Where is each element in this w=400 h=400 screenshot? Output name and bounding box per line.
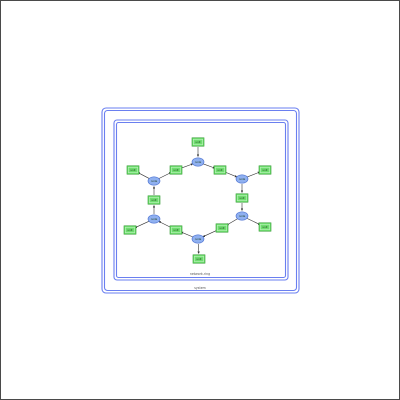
leaf-node-label: unit: [219, 226, 224, 230]
hub-node-shape: [191, 234, 205, 244]
edge-h6-l11: [137, 172, 150, 179]
leaf-node[interactable]: unit: [192, 254, 206, 264]
leaf-node-shape: [169, 165, 183, 175]
edge-l2-h2: [224, 171, 238, 178]
leaf-node-label: unit: [262, 225, 267, 229]
inner-frame-inner-line: [115, 121, 287, 279]
edges: [134, 147, 261, 254]
hub-node-shape: [235, 211, 249, 221]
edge-h1-l2: [202, 163, 216, 169]
leaf-node-inner-border: [128, 166, 138, 173]
leaf-node-label: unit: [262, 168, 267, 172]
leaf-node-inner-border: [217, 224, 227, 231]
leaf-node[interactable]: unit: [215, 223, 229, 233]
hub-node-label: node: [195, 237, 202, 241]
hub-node[interactable]: node: [235, 174, 249, 184]
nodes: node node node node node node unit unit unit unit…: [123, 137, 272, 264]
leaf-node-shape: [258, 222, 272, 232]
leaf-node-inner-border: [149, 196, 159, 203]
leaf-node[interactable]: unit: [126, 165, 140, 175]
outer-frame-inner-line: [103, 109, 298, 292]
leaf-node-shape: [192, 254, 206, 264]
hub-node[interactable]: node: [235, 211, 249, 221]
leaf-node[interactable]: unit: [191, 137, 205, 147]
leaf-node-shape: [169, 225, 183, 235]
hub-node[interactable]: node: [191, 234, 205, 244]
leaf-node[interactable]: unit: [258, 222, 272, 232]
hub-node[interactable]: node: [147, 214, 161, 224]
leaf-node-label: unit: [239, 196, 244, 200]
edge-h3-l6: [226, 218, 238, 226]
edge-h5-l9: [134, 220, 150, 228]
leaf-node-shape: [213, 165, 227, 175]
leaf-node-label: unit: [195, 140, 200, 144]
leaf-node[interactable]: unit: [235, 193, 249, 203]
leaf-node-inner-border: [215, 166, 225, 173]
hub-node-label: node: [195, 160, 202, 164]
edge-l8-h5: [158, 221, 172, 229]
leaf-node[interactable]: unit: [169, 225, 183, 235]
inner-frame: [113, 119, 289, 281]
hub-node[interactable]: node: [191, 157, 205, 167]
leaf-node-label: unit: [196, 257, 201, 261]
hub-node-label: node: [151, 179, 158, 183]
leaf-node-inner-border: [260, 166, 270, 173]
edge-h2-l3: [246, 171, 261, 178]
leaf-node-inner-border: [260, 223, 270, 230]
hub-node-shape: [235, 174, 249, 184]
leaf-node-inner-border: [171, 226, 181, 233]
leaf-node[interactable]: unit: [147, 195, 161, 205]
leaf-node[interactable]: unit: [169, 165, 183, 175]
leaf-node-shape: [258, 165, 272, 175]
leaf-node-inner-border: [125, 226, 135, 233]
leaf-node[interactable]: unit: [258, 165, 272, 175]
leaf-node-label: unit: [217, 168, 222, 172]
leaf-node-label: unit: [130, 168, 135, 172]
leaf-node-shape: [215, 223, 229, 233]
hub-node-shape: [147, 176, 161, 186]
edge-h4-l8: [180, 231, 194, 238]
leaf-node-inner-border: [194, 255, 204, 262]
edge-l12-h1: [180, 163, 194, 169]
edge-l6-h4: [202, 229, 218, 237]
edge-h6-l12: [158, 172, 172, 180]
leaf-node-shape: [191, 137, 205, 147]
leaf-node[interactable]: unit: [213, 165, 227, 175]
hub-node-shape: [147, 214, 161, 224]
hub-node-label: node: [239, 214, 246, 218]
leaf-node-label: unit: [151, 198, 156, 202]
leaf-node-inner-border: [237, 194, 247, 201]
hub-node-label: node: [239, 177, 246, 181]
leaf-node-inner-border: [171, 166, 181, 173]
hub-node-label: node: [151, 217, 158, 221]
hub-node[interactable]: node: [147, 176, 161, 186]
outer-frame-label: system: [194, 286, 206, 290]
edge-h3-l5: [246, 217, 261, 225]
leaf-node-label: unit: [127, 228, 132, 232]
hub-node-shape: [191, 157, 205, 167]
leaf-node-shape: [147, 195, 161, 205]
leaf-node-label: unit: [173, 228, 178, 232]
leaf-node-shape: [123, 225, 137, 235]
inner-frame-label: network-ring: [190, 272, 210, 276]
leaf-node-shape: [235, 193, 249, 203]
leaf-node-inner-border: [193, 138, 203, 145]
leaf-node-shape: [126, 165, 140, 175]
outer-frame: [101, 107, 300, 294]
leaf-node[interactable]: unit: [123, 225, 137, 235]
leaf-node-label: unit: [173, 168, 178, 172]
